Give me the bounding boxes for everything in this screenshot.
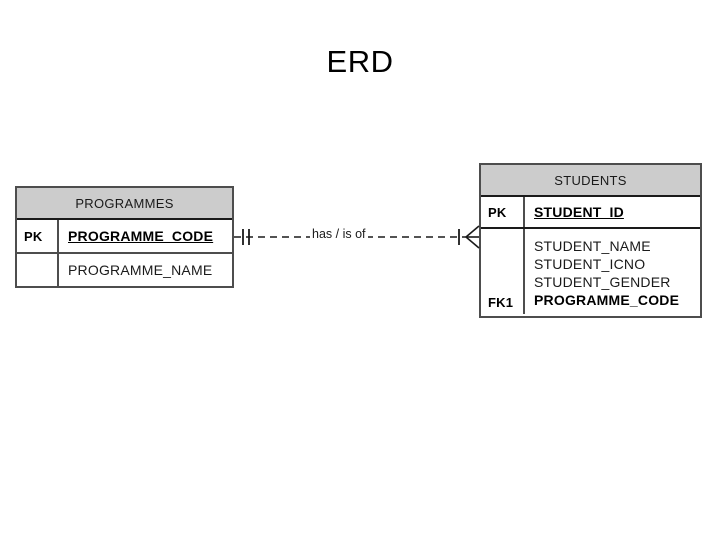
table-row: FK1 STUDENT_NAME STUDENT_ICNO STUDENT_GE… — [481, 229, 700, 314]
relationship-line-svg — [234, 225, 480, 249]
table-row: PK PROGRAMME_CODE — [17, 220, 232, 254]
attribute-programme-code-fk: PROGRAMME_CODE — [534, 291, 680, 308]
attribute-programme-code: PROGRAMME_CODE — [68, 228, 214, 244]
key-label-pk: PK — [481, 197, 525, 227]
table-row: PROGRAMME_NAME — [17, 254, 232, 286]
attribute-student-gender: STUDENT_GENDER — [534, 273, 671, 290]
table-row: PK STUDENT_ID — [481, 197, 700, 229]
page-title: ERD — [326, 44, 394, 79]
attribute-cell: STUDENT_NAME STUDENT_ICNO STUDENT_GENDER… — [525, 229, 700, 314]
crow-foot-upper — [465, 225, 480, 238]
attribute-student-id: STUDENT_ID — [534, 204, 624, 220]
attribute-cell: PROGRAMME_CODE — [59, 220, 232, 252]
attribute-cell: STUDENT_ID — [525, 197, 700, 227]
attribute-programme-name: PROGRAMME_NAME — [68, 262, 213, 278]
key-label-empty — [17, 254, 59, 286]
entity-students[interactable]: STUDENTS PK STUDENT_ID FK1 STUDENT_NAME … — [479, 163, 702, 318]
relationship-connector[interactable]: has / is of — [234, 220, 480, 256]
attribute-student-name: STUDENT_NAME — [534, 237, 651, 254]
relationship-label: has / is of — [310, 227, 368, 242]
crow-foot-lower — [465, 236, 480, 249]
attribute-student-icno: STUDENT_ICNO — [534, 255, 646, 272]
key-label-pk: PK — [17, 220, 59, 252]
entity-students-header: STUDENTS — [481, 165, 700, 197]
attribute-cell: PROGRAMME_NAME — [59, 254, 232, 286]
entity-programmes-header: PROGRAMMES — [17, 188, 232, 220]
entity-programmes[interactable]: PROGRAMMES PK PROGRAMME_CODE PROGRAMME_N… — [15, 186, 234, 288]
key-label-fk1: FK1 — [481, 229, 525, 314]
